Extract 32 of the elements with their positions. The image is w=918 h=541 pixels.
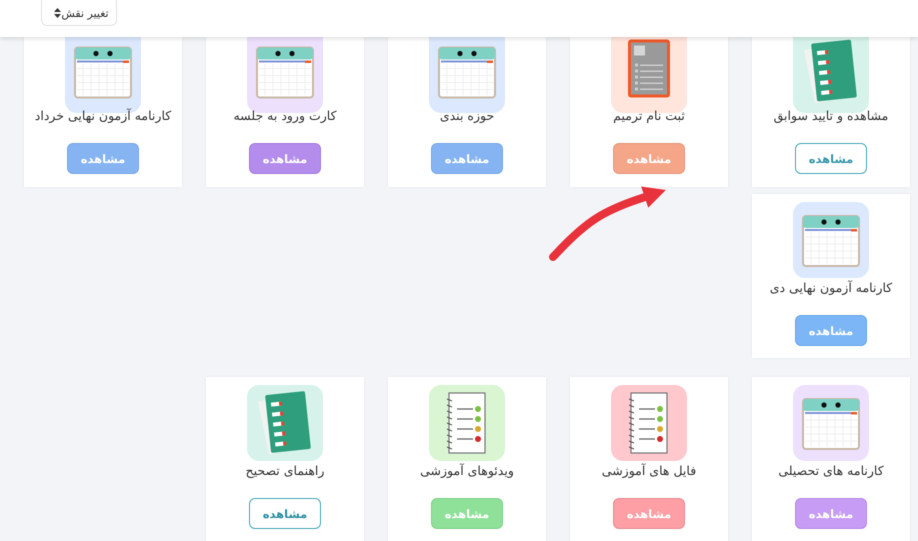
view-button: مشاهده bbox=[431, 498, 503, 529]
view-button: مشاهده bbox=[795, 498, 867, 529]
role-switch-button: تغییر نقش bbox=[41, 0, 117, 26]
card bbox=[570, 377, 728, 541]
card bbox=[388, 377, 546, 541]
card-title: ویدئوهای آموزشی bbox=[419, 463, 515, 478]
view-button: مشاهده bbox=[613, 143, 685, 174]
view-button: مشاهده bbox=[249, 498, 321, 529]
view-button: مشاهده bbox=[795, 143, 867, 174]
view-button: مشاهده bbox=[795, 315, 867, 346]
card-title: مشاهده و تایید سوابق bbox=[772, 108, 890, 123]
card-title: حوزه بندی bbox=[438, 108, 496, 123]
card-title: راهنمای تصحیح bbox=[244, 463, 326, 478]
view-button: مشاهده bbox=[431, 143, 503, 174]
view-button: مشاهده bbox=[613, 498, 685, 529]
view-button: مشاهده bbox=[67, 143, 139, 174]
card bbox=[752, 377, 910, 541]
card bbox=[570, 37, 728, 187]
card-title: کارت ورود به جلسه bbox=[232, 108, 338, 123]
card-title: ثبت نام ترمیم bbox=[612, 108, 686, 123]
view-button: مشاهده bbox=[249, 143, 321, 174]
card bbox=[24, 37, 182, 187]
card bbox=[206, 37, 364, 187]
card bbox=[388, 37, 546, 187]
card-title: کارنامه های تحصیلی bbox=[777, 463, 885, 478]
card bbox=[206, 377, 364, 541]
card-title: کارنامه آزمون نهایی خرداد bbox=[34, 108, 172, 123]
card bbox=[752, 194, 910, 358]
card-title: فایل های آموزشی bbox=[600, 463, 698, 478]
card bbox=[752, 37, 910, 187]
card-title: کارنامه آزمون نهایی دی bbox=[768, 280, 894, 295]
pointer-arrow bbox=[549, 186, 666, 261]
